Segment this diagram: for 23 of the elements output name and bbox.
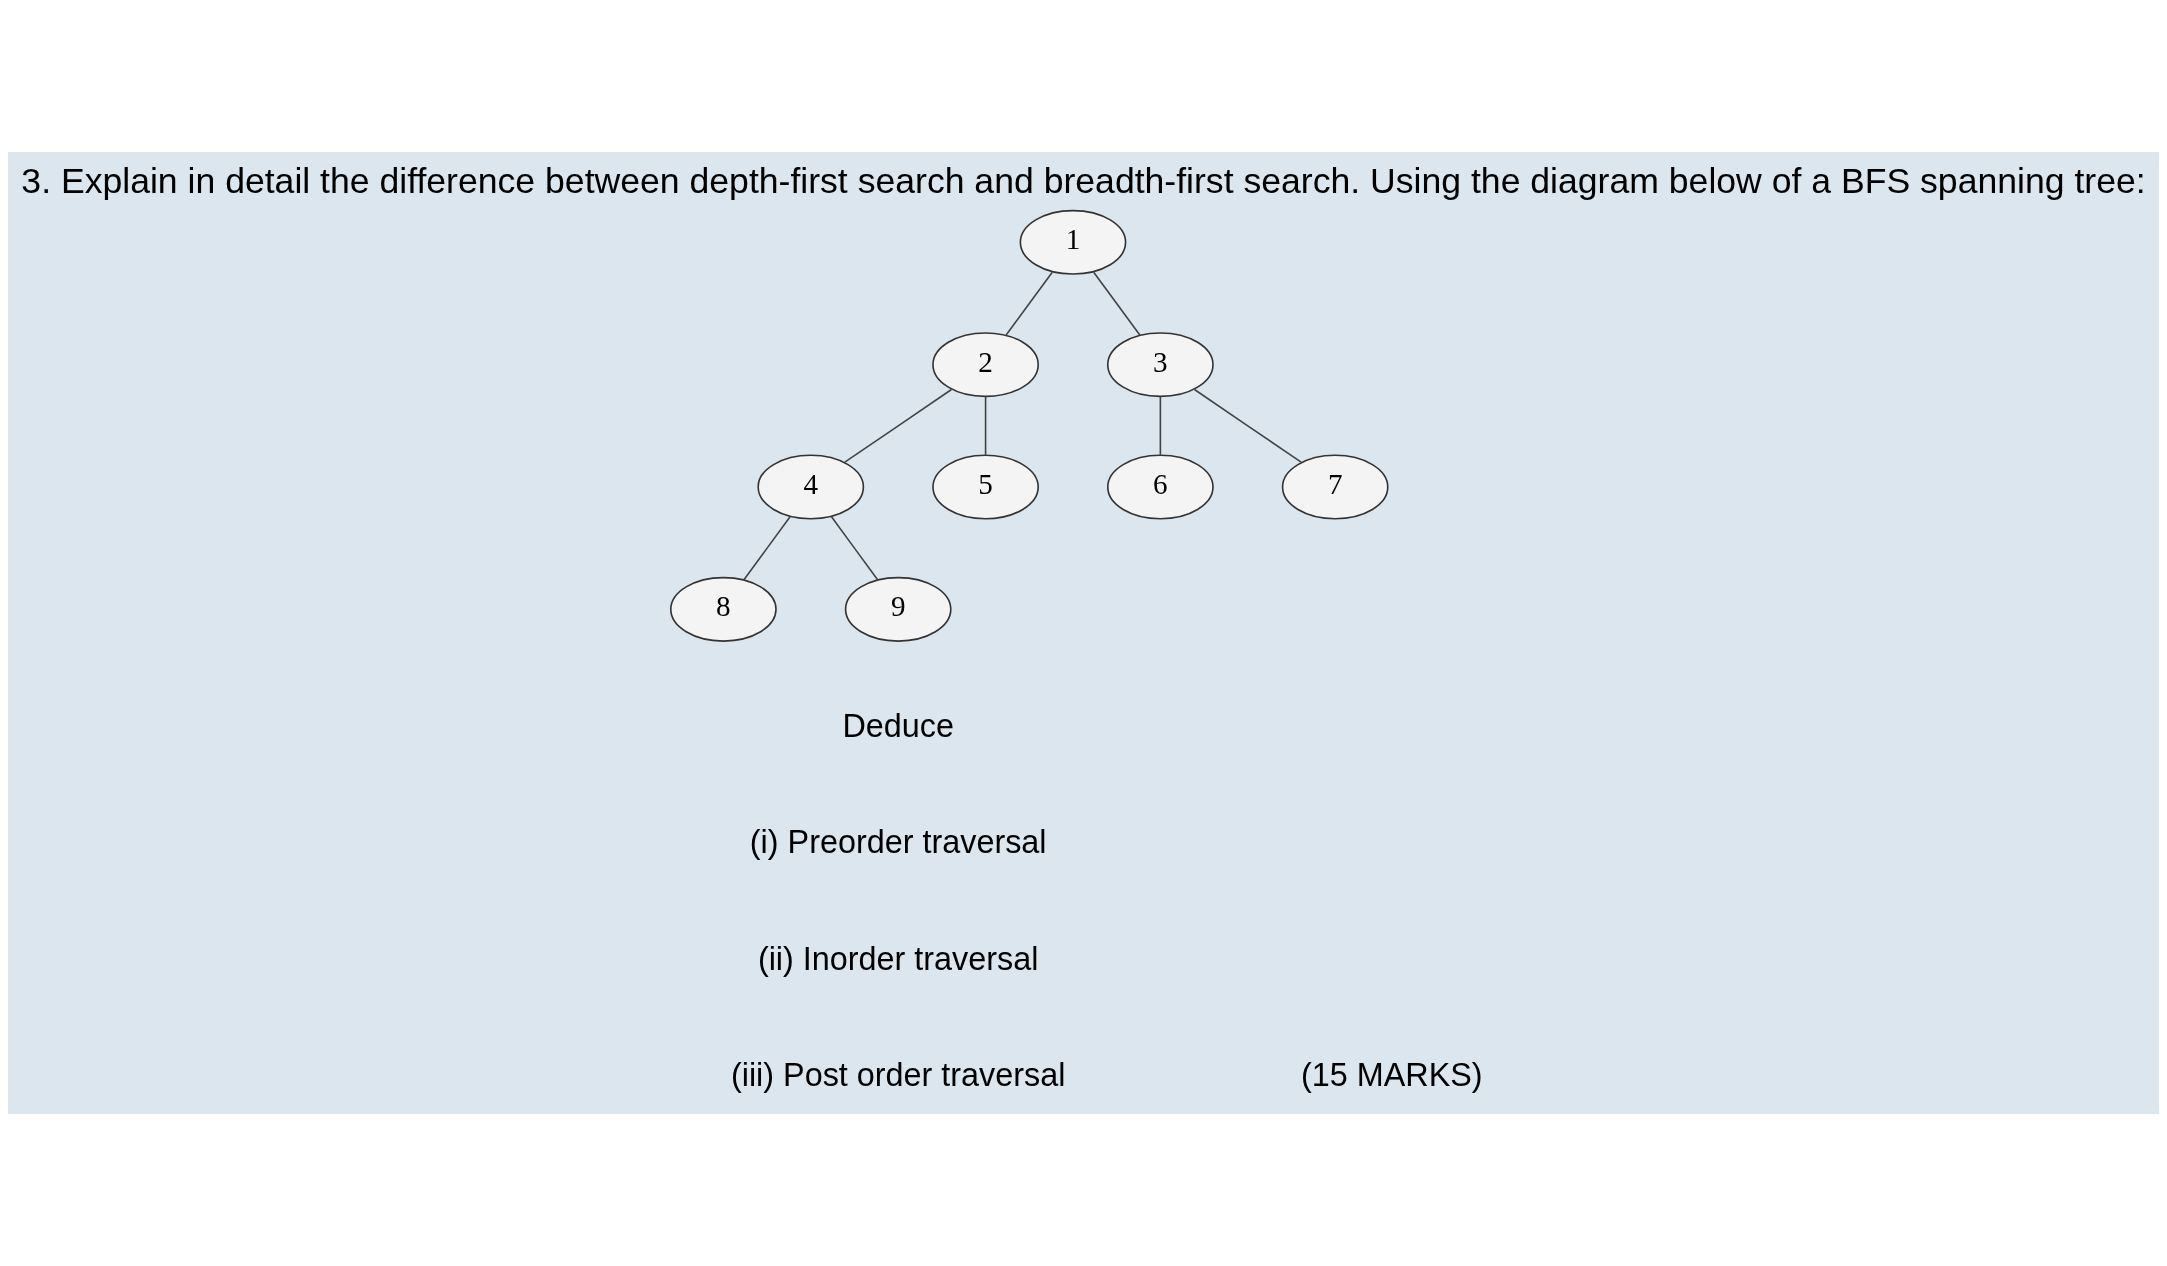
node-ellipse: 2 xyxy=(932,332,1039,398)
connector xyxy=(743,516,791,581)
connector xyxy=(1005,271,1054,336)
label: (15 MARKS) xyxy=(1301,1057,1483,1094)
node-ellipse: 4 xyxy=(757,454,865,520)
connector xyxy=(984,396,987,456)
node-ellipse: 9 xyxy=(844,576,952,642)
connector xyxy=(1159,396,1162,456)
label: (ii) Inorder traversal xyxy=(757,940,1039,977)
node-ellipse: 1 xyxy=(1019,209,1127,275)
diagram-title: 3. Explain in detail the difference between depth-first search and breadth-first search. Using the diagram below of a BFS spanning tree: xyxy=(21,161,2146,202)
label: (iii) Post order traversal xyxy=(730,1057,1066,1094)
connector xyxy=(844,388,953,463)
node-ellipse: 3 xyxy=(1106,332,1214,398)
label: (i) Preorder traversal xyxy=(749,824,1047,861)
connector xyxy=(1092,271,1141,336)
node-ellipse: 6 xyxy=(1106,454,1214,520)
connector xyxy=(1193,388,1302,463)
node-ellipse: 8 xyxy=(670,576,777,642)
node-ellipse: 5 xyxy=(932,454,1039,520)
connector xyxy=(830,516,879,581)
node-ellipse: 7 xyxy=(1281,454,1389,520)
label: Deduce xyxy=(842,707,954,744)
